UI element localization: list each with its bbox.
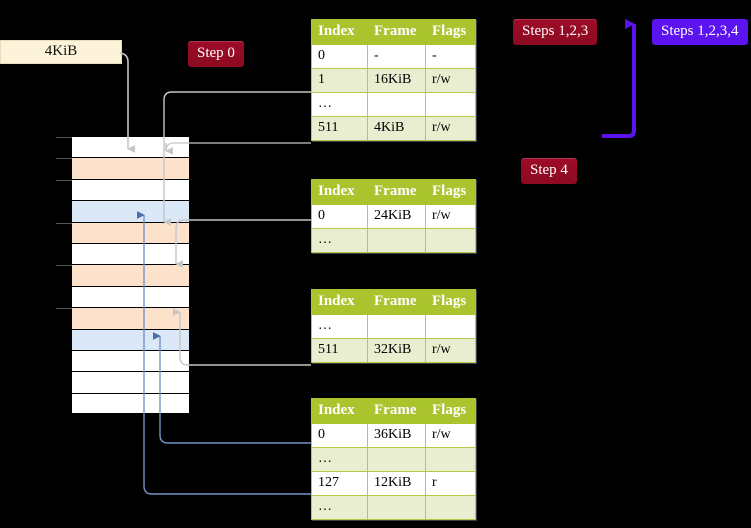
physical-memory-frames <box>56 136 190 415</box>
connector-pd-511-to-frame8 <box>173 308 311 366</box>
memory-frame <box>71 350 190 372</box>
cell-frame <box>367 314 426 339</box>
frame-tick <box>56 265 72 267</box>
column-header-flags: Flags <box>425 289 476 315</box>
column-header-frame: Frame <box>367 19 426 45</box>
column-header-index: Index <box>311 289 368 315</box>
table-row: 511 4KiB r/w <box>311 116 476 141</box>
frame-tick <box>56 179 72 181</box>
cell-frame: - <box>367 44 426 69</box>
cell-index: 1 <box>311 68 368 93</box>
cell-flags: r/w <box>425 204 476 229</box>
column-header-frame: Frame <box>367 179 426 205</box>
table-row: 511 32KiB r/w <box>311 338 476 363</box>
cell-flags <box>425 314 476 339</box>
memory-frame <box>56 307 190 329</box>
memory-frame <box>71 392 190 415</box>
column-header-frame: Frame <box>367 398 426 424</box>
pd-table: Index Frame Flags … 511 32KiB r/w <box>311 289 476 363</box>
cell-index: … <box>311 228 368 253</box>
badge-steps-123: Steps 1,2,3 <box>513 19 598 45</box>
memory-frame <box>56 178 190 201</box>
cell-flags: r/w <box>425 68 476 93</box>
pt-table: Index Frame Flags 0 36KiB r/w … 127 12Ki… <box>311 398 476 520</box>
column-header-index: Index <box>311 19 368 45</box>
memory-frame <box>71 200 190 222</box>
table-row: … <box>311 495 476 520</box>
table-row: … <box>311 92 476 117</box>
cell-frame: 12KiB <box>367 471 426 496</box>
cell-index: … <box>311 495 368 520</box>
cell-index: 0 <box>311 423 368 448</box>
frame-tick <box>56 308 72 310</box>
cell-frame <box>367 228 426 253</box>
table-row: … <box>311 228 476 253</box>
cell-frame <box>367 92 426 117</box>
cell-index: 511 <box>311 116 368 141</box>
table-row: 0 24KiB r/w <box>311 204 476 229</box>
cell-flags: r/w <box>425 116 476 141</box>
cell-flags: r/w <box>425 423 476 448</box>
cell-frame: 16KiB <box>367 68 426 93</box>
cell-flags <box>425 228 476 253</box>
frame-tick <box>56 222 72 224</box>
cell-frame: 24KiB <box>367 204 426 229</box>
table-row: … <box>311 314 476 339</box>
connector-pdpt-0-to-frame6 <box>175 219 311 268</box>
cell-flags <box>425 447 476 472</box>
table-row: 0 36KiB r/w <box>311 423 476 448</box>
cell-frame: 36KiB <box>367 423 426 448</box>
cell-index: 127 <box>311 471 368 496</box>
memory-frame <box>71 371 190 393</box>
column-header-flags: Flags <box>425 19 476 45</box>
column-header-frame: Frame <box>367 289 426 315</box>
memory-frame <box>71 243 190 265</box>
frame-tick <box>56 137 72 138</box>
pml4-table: Index Frame Flags 0 - - 1 16KiB r/w … <box>311 19 476 141</box>
cell-flags: r <box>425 471 476 496</box>
cell-flags <box>425 92 476 117</box>
cell-flags: r/w <box>425 338 476 363</box>
cell-index: 511 <box>311 338 368 363</box>
column-header-flags: Flags <box>425 398 476 424</box>
column-header-index: Index <box>311 398 368 424</box>
table-header-row: Index Frame Flags <box>311 289 476 315</box>
cell-frame <box>367 447 426 472</box>
cell-frame: 32KiB <box>367 338 426 363</box>
badge-step-4: Step 4 <box>521 158 577 184</box>
table-row: 1 16KiB r/w <box>311 68 476 93</box>
cell-index: … <box>311 447 368 472</box>
memory-frame <box>56 264 190 286</box>
table-row: … <box>311 447 476 472</box>
column-header-flags: Flags <box>425 179 476 205</box>
frame-tick <box>56 158 72 160</box>
table-row: 127 12KiB r <box>311 471 476 496</box>
badge-step-0: Step 0 <box>188 41 244 67</box>
memory-frame <box>71 285 190 308</box>
cell-index: … <box>311 92 368 117</box>
pdpt-table: Index Frame Flags 0 24KiB r/w … <box>311 179 476 253</box>
column-header-index: Index <box>311 179 368 205</box>
bracket-steps-1234 <box>602 19 636 138</box>
table-header-row: Index Frame Flags <box>311 19 476 45</box>
cell-frame: 4KiB <box>367 116 426 141</box>
memory-frame <box>71 328 190 350</box>
cell-index: … <box>311 314 368 339</box>
memory-frame <box>56 157 190 179</box>
size-label-4kib: 4KiB <box>0 40 122 64</box>
memory-frame <box>56 221 190 243</box>
cell-flags <box>425 495 476 520</box>
table-header-row: Index Frame Flags <box>311 398 476 424</box>
table-header-row: Index Frame Flags <box>311 179 476 205</box>
badge-steps-1234: Steps 1,2,3,4 <box>652 19 748 45</box>
connector-4kib-to-frame1 <box>119 52 135 153</box>
cell-flags: - <box>425 44 476 69</box>
memory-frame <box>56 136 190 158</box>
cell-index: 0 <box>311 204 368 229</box>
cell-index: 0 <box>311 44 368 69</box>
cell-frame <box>367 495 426 520</box>
table-row: 0 - - <box>311 44 476 69</box>
